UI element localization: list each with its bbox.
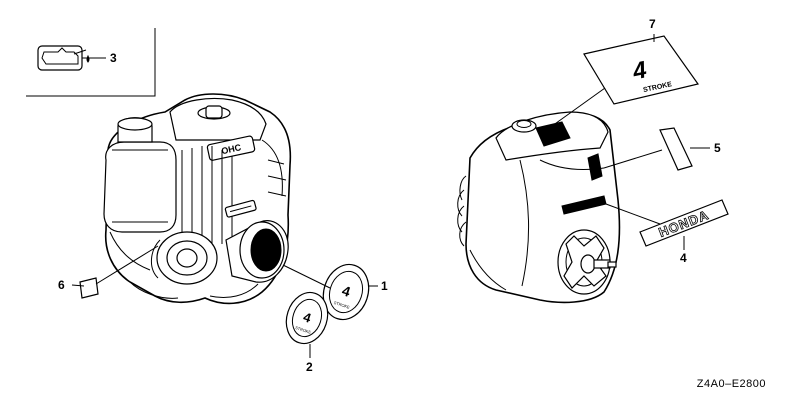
- oil-can-icon: [37, 45, 98, 71]
- leader-1-engine: [282, 264, 331, 289]
- leader-6b: [95, 245, 159, 285]
- part-1-emblem: 4 STROKE: [322, 263, 370, 321]
- callout-4: 4: [680, 251, 687, 265]
- leader-5-engine: [603, 149, 663, 169]
- part-6-decal: [79, 277, 99, 299]
- part-7-badge: 4 STROKE: [583, 35, 700, 105]
- inset-frame: [26, 28, 156, 97]
- callout-5: 5: [714, 141, 721, 155]
- callout-1: 1: [381, 279, 388, 293]
- brand-text: HONDA: [657, 207, 712, 240]
- callout-3: 3: [110, 51, 117, 65]
- engine-right: [457, 111, 621, 304]
- callout-7: 7: [649, 17, 656, 31]
- leader-4-engine: [605, 203, 661, 225]
- leader-6a: [71, 284, 85, 287]
- engine-badge-text: OHC: [220, 142, 242, 156]
- part-5-strip: [659, 127, 693, 171]
- emblem-1-word: STROKE: [333, 300, 351, 310]
- engine-left: OHC: [103, 93, 292, 305]
- badge-7-number: 4: [629, 56, 649, 85]
- callout-2: 2: [306, 360, 313, 374]
- part-2-emblem: 4 STROKE: [285, 291, 329, 345]
- callout-6: 6: [58, 278, 65, 292]
- emblem-2-word: STROKE: [295, 325, 313, 335]
- diagram-code: Z4A0–E2800: [696, 378, 766, 390]
- leader-7-engine: [551, 87, 606, 127]
